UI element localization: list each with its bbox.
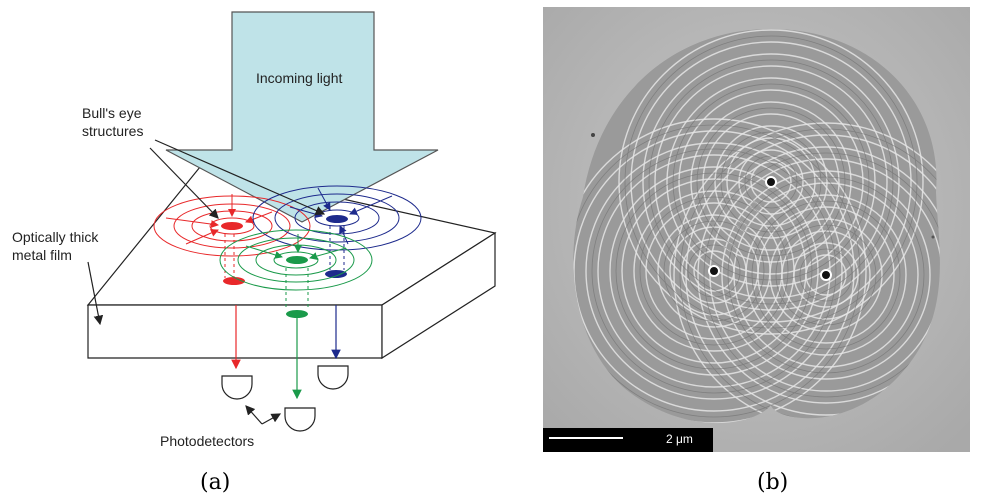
hole-top [765, 176, 777, 188]
metal-film-label-line1: Optically thick [12, 229, 99, 245]
photodetector-pointer-1 [245, 405, 263, 425]
photodetector-red [221, 375, 253, 400]
hole-right [820, 269, 832, 281]
metal-film-label-line2: metal film [12, 247, 72, 263]
schematic-panel-a: Incoming light [12, 11, 497, 449]
scale-bar-box [543, 428, 713, 452]
blue-center-hole [326, 215, 348, 223]
bulls-eye-pointer-blue [154, 139, 326, 216]
metal-film-pointer [87, 261, 104, 326]
bulls-eye-label-line2: structures [82, 123, 143, 139]
dust-speck [931, 235, 935, 239]
photodetectors-label: Photodetectors [160, 433, 254, 449]
blue-exit-hole [325, 270, 347, 278]
sem-micrograph-panel-b: 2 μm [543, 7, 970, 452]
photodetector-pointer-2 [261, 413, 282, 425]
red-center-hole [221, 222, 243, 230]
caption-b: (b) [757, 470, 789, 495]
photodetector-green [284, 407, 316, 432]
photodetector-blue [317, 365, 349, 390]
hole-left [708, 265, 720, 277]
green-center-hole [286, 256, 308, 264]
bulls-eye-label-line1: Bull's eye [82, 105, 142, 121]
green-bulls-eye [219, 229, 373, 310]
scale-bar-label: 2 μm [666, 432, 693, 446]
dust-speck [591, 133, 595, 137]
bulls-eye-pointer-red [149, 147, 219, 219]
red-exit-hole [223, 277, 245, 285]
blue-bulls-eye [252, 185, 422, 270]
incoming-light-arrow [165, 11, 439, 223]
red-bulls-eye [153, 194, 311, 278]
metal-film-slab [86, 166, 497, 360]
incoming-light-label: Incoming light [256, 70, 342, 86]
green-exit-hole [286, 310, 308, 318]
caption-a: (a) [200, 470, 231, 495]
